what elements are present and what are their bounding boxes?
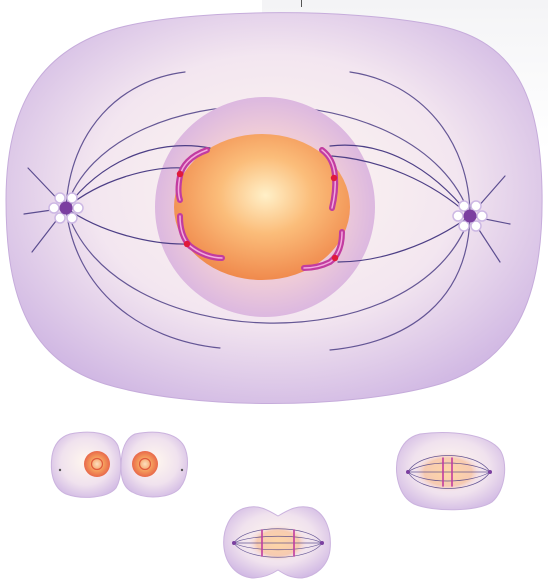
thumbnail-daughter-cells xyxy=(51,432,187,497)
thumbnail-anaphase-cell xyxy=(224,507,331,578)
kinetochore xyxy=(184,241,190,247)
main-cell xyxy=(6,13,542,404)
kinetochore xyxy=(177,171,183,177)
daughter-nucleus-right xyxy=(132,451,158,477)
thumbnail-metaphase-cell xyxy=(397,433,505,510)
kinetochore xyxy=(331,175,337,181)
kinetochore xyxy=(332,255,338,261)
daughter-nucleus-left xyxy=(84,451,110,477)
